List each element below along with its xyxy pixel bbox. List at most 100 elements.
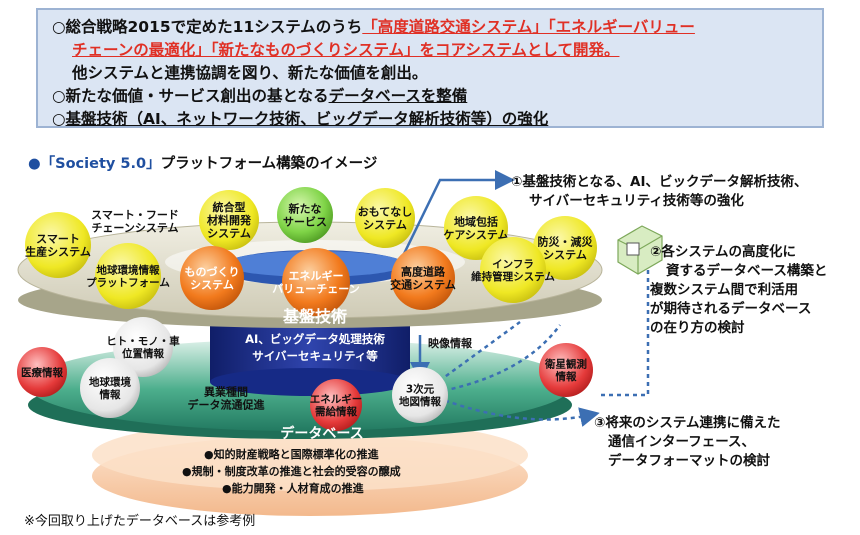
systems-bubble-label: おもてなし (358, 205, 413, 218)
systems-bubble-8: ものづくりシステム (180, 246, 244, 310)
databases-bubble-label: データ流通促進 (188, 397, 266, 411)
system-bubbles: スマート生産システムスマート・フードチェーンシステム統合型材料開発システム新たな… (25, 187, 597, 316)
note-2: ②各システムの高度化に 資するデータベース構築と 複数システム間で利活用 が期待… (650, 244, 828, 336)
systems-bubble-circle (533, 216, 597, 280)
systems-bubble-label: 交通システム (390, 277, 456, 291)
systems-bubble-circle (25, 212, 91, 278)
databases-bubble-circle (113, 317, 173, 377)
summary-line-1: ○総合戦略2015で定めた11システムのうち「高度道路交通システム」「エネルギー… (52, 18, 695, 36)
databases-bubble-label: 地球環境 (89, 376, 131, 389)
systems-bubble-label: システム (543, 248, 587, 261)
databases-bubble-label: 情報 (100, 388, 121, 401)
systems-bubble-label: 統合型 (213, 200, 246, 214)
databases-bubble-label: 地図情報 (399, 395, 441, 408)
databases-bubble-label: 情報 (556, 370, 577, 383)
systems-bubble-label: 地球環境情報 (97, 264, 160, 277)
connector-db (419, 324, 562, 397)
systems-bubble-label: インフラ (492, 259, 534, 271)
systems-bubble-circle (355, 188, 415, 248)
databases-bubble-label: エネルギー (310, 393, 363, 406)
databases-bubble-circle (310, 379, 362, 431)
connector-cube (600, 262, 650, 397)
summary-line-2: チェーンの最適化」「新たなものづくりシステム」をコアシステムとして開発。 (72, 41, 620, 59)
systems-bubble-label: 材料開発 (207, 213, 252, 227)
core-line-2: サイバーセキュリティ等 (252, 349, 378, 363)
databases-bubble-circle (392, 367, 448, 423)
databases-bubble-0: 医療情報 (17, 347, 67, 397)
systems-bubble-label: 生産システム (25, 244, 91, 258)
section-title: ●「Society 5.0」プラットフォーム構築のイメージ (28, 156, 378, 172)
systems-bubble-circle (391, 246, 455, 310)
databases-bubble-label: 需給情報 (315, 405, 357, 418)
database-cube-icon (617, 225, 663, 275)
systems-bubble-label: システム (190, 278, 234, 291)
database-label: データベース (280, 425, 363, 442)
systems-bubble-circle (180, 246, 244, 310)
connectors (398, 170, 650, 427)
summary-line-4: ○新たな価値・サービス創出の基となるデータベースを整備 (52, 87, 468, 105)
base-item-3: ●能力開発・人材育成の推進 (222, 481, 365, 495)
summary-line-3: 他システムと連携協調を図り、新たな価値を創出。 (72, 64, 428, 82)
databases-bubble-label: 異業種間 (204, 384, 248, 398)
summary-box: ○総合戦略2015で定めた11システムのうち「高度道路交通システム」「エネルギー… (36, 8, 824, 128)
databases-bubble-label: 医療情報 (21, 366, 63, 379)
systems-bubble-circle (444, 196, 508, 260)
databases-bubble-circle (539, 343, 593, 397)
core-line-1: AI、ビッグデータ処理技術 (245, 332, 385, 346)
systems-bubble-label: システム (363, 218, 407, 231)
systems-bubble-label: チェーンシステム (91, 221, 178, 234)
databases-bubble-circle (80, 358, 140, 418)
systems-bubble-circle (282, 248, 350, 316)
systems-bubble-label: スマート・フード (91, 208, 179, 221)
systems-bubble-label: 新たな (289, 201, 322, 215)
connector-tech (398, 170, 515, 263)
systems-bubble-label: バリューチェーン (272, 282, 359, 295)
databases-bubble-label: ヒト・モノ・車 (106, 335, 180, 348)
systems-bubble-circle (480, 237, 546, 303)
footnote: ※今回取り上げたデータベースは参考例 (24, 514, 256, 529)
database-bubbles: 医療情報ヒト・モノ・車位置情報地球環境情報異業種間データ流通促進エネルギー需給情… (17, 317, 593, 431)
databases-bubble-6: 映像情報 (428, 336, 473, 350)
databases-bubble-label: 位置情報 (122, 347, 164, 360)
systems-bubble-label: プラットフォーム (86, 276, 170, 289)
note-3: ③将来のシステム連携に備えた 通信インターフェース、 データフォーマットの検討 (594, 415, 781, 469)
systems-bubble-label: ケアシステム (443, 228, 508, 241)
systems-bubble-label: 維持管理システム (471, 270, 555, 283)
systems-bubble-label: ものづくり (185, 264, 240, 278)
systems-bubble-circle (95, 243, 161, 309)
systems-bubble-label: 地域包括 (454, 214, 498, 228)
systems-bubble-label: システム (207, 227, 251, 240)
base-item-1: ●知的財産戦略と国際標準化の推進 (204, 447, 380, 461)
base-item-2: ●規制・制度改革の推進と社会的受容の醸成 (182, 464, 401, 478)
databases-bubble-label: 3次元 (406, 383, 435, 396)
connector-intf (429, 393, 600, 427)
systems-bubble-label: サービス (283, 214, 327, 228)
systems-bubble-circle (199, 190, 259, 250)
base-disk (92, 419, 528, 516)
databases-bubble-label: 映像情報 (428, 336, 473, 350)
summary-line-5: ○基盤技術（AI、ネットワーク技術、ビッグデータ解析技術等）の強化 (52, 110, 549, 128)
systems-bubble-label: 高度道路 (401, 264, 446, 278)
systems-bubble-label: スマート (36, 232, 80, 245)
databases-bubble-2: 地球環境情報 (80, 358, 140, 418)
databases-bubble-label: 衛星観測 (544, 358, 587, 371)
systems-bubble-10: 高度道路交通システム (390, 246, 456, 310)
systems-bubble-label: エネルギー (289, 268, 344, 282)
note-1: ①基盤技術となる、AI、ビックデータ解析技術、 サイバーセキュリティ技術等の強化 (511, 174, 808, 209)
